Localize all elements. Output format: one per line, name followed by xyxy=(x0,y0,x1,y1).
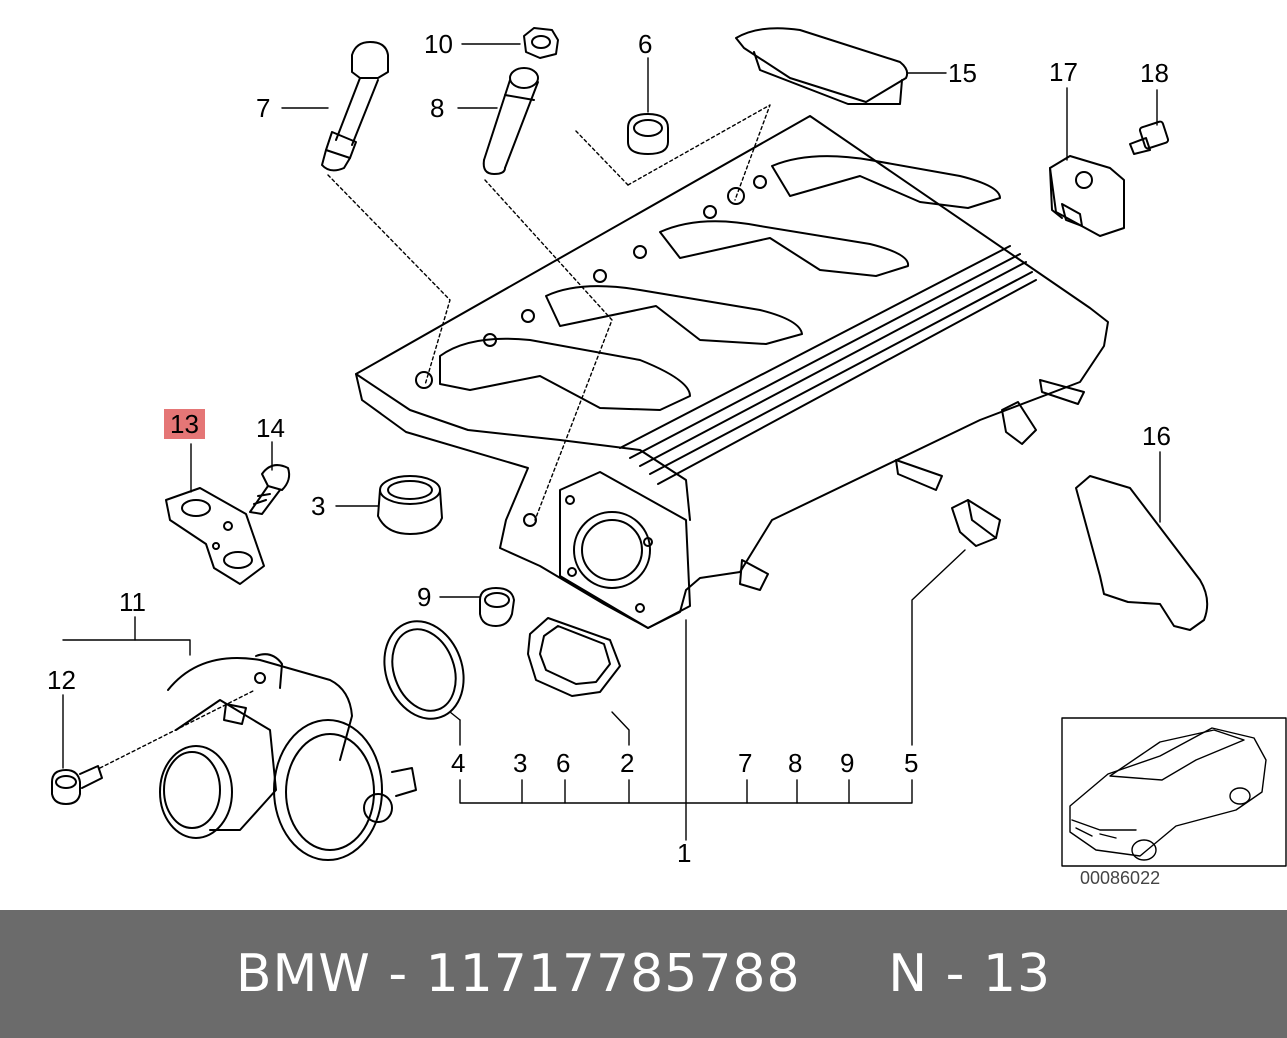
position-prefix: N xyxy=(888,944,929,1004)
callout-2[interactable]: 2 xyxy=(620,748,635,778)
grommet-6 xyxy=(627,113,669,155)
diagram-code: 00086022 xyxy=(1080,868,1161,888)
brand: BMW xyxy=(235,944,371,1004)
leader-lines xyxy=(62,43,1161,841)
callout-8-group[interactable]: 8 xyxy=(788,748,803,778)
separator: - xyxy=(388,944,409,1004)
callout-13-highlighted[interactable]: 13 xyxy=(164,409,205,439)
callout-12[interactable]: 12 xyxy=(47,665,76,695)
throttle-body-11 xyxy=(159,653,417,861)
callout-8[interactable]: 8 xyxy=(430,93,445,123)
cover-15 xyxy=(735,27,909,105)
callout-16[interactable]: 16 xyxy=(1142,421,1171,451)
parts-diagram xyxy=(51,27,1287,867)
callout-15[interactable]: 15 xyxy=(948,58,977,88)
stud-8 xyxy=(482,67,539,175)
callout-4[interactable]: 4 xyxy=(451,748,466,778)
gasket-2 xyxy=(527,617,621,697)
bracket-13[interactable] xyxy=(165,487,265,585)
position-number: 13 xyxy=(982,944,1052,1004)
callout-5[interactable]: 5 xyxy=(904,748,919,778)
callout-14[interactable]: 14 xyxy=(256,413,285,443)
part-caption: BMW - 11717785788 N - 13 xyxy=(0,910,1287,1038)
vehicle-inset xyxy=(1061,717,1287,867)
intake-manifold-1 xyxy=(355,115,1109,629)
callout-9-group[interactable]: 9 xyxy=(840,748,855,778)
seal-ring-3 xyxy=(377,475,443,535)
callout-1[interactable]: 1 xyxy=(677,838,692,868)
o-ring-4 xyxy=(383,620,465,720)
screw-14 xyxy=(249,464,291,515)
bolt-7 xyxy=(321,41,389,172)
callout-3-group[interactable]: 3 xyxy=(513,748,528,778)
part-number: 11717785788 xyxy=(425,944,801,1004)
cover-16 xyxy=(1075,475,1209,631)
separator: - xyxy=(945,944,966,1004)
callout-17[interactable]: 17 xyxy=(1049,57,1078,87)
callout-9[interactable]: 9 xyxy=(417,582,432,612)
callout-7-group[interactable]: 7 xyxy=(738,748,753,778)
callout-6-group[interactable]: 6 xyxy=(556,748,571,778)
callout-3[interactable]: 3 xyxy=(311,491,326,521)
callout-6[interactable]: 6 xyxy=(638,29,653,59)
callout-10[interactable]: 10 xyxy=(424,29,453,59)
screw-18 xyxy=(1129,120,1170,155)
callout-11[interactable]: 11 xyxy=(119,587,146,617)
callout-7[interactable]: 7 xyxy=(256,93,271,123)
sensor-17 xyxy=(1049,155,1125,237)
grommet-9 xyxy=(479,587,515,627)
footer-bar: BMW - 11717785788 N - 13 xyxy=(0,910,1287,1038)
callout-18[interactable]: 18 xyxy=(1140,58,1169,88)
nut-10 xyxy=(523,27,559,59)
screw-12 xyxy=(51,765,103,805)
clip-5 xyxy=(951,499,1001,547)
